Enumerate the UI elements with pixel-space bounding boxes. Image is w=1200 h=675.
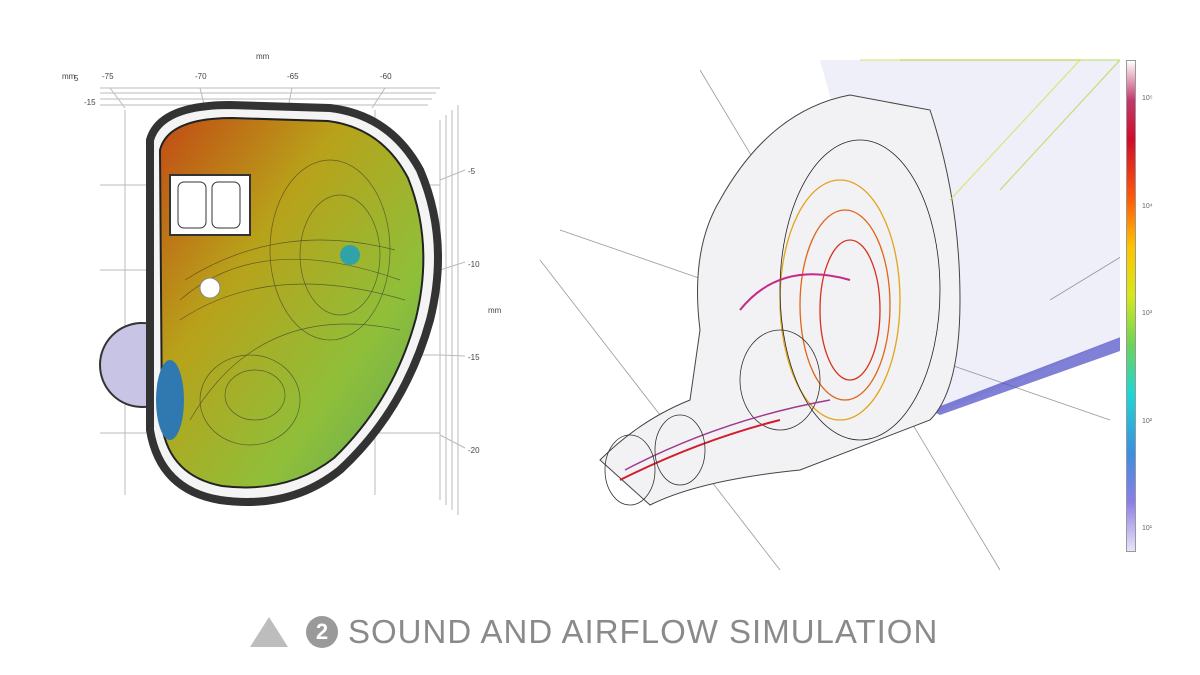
- left-tick: 5: [74, 74, 79, 83]
- top-tick: -75: [102, 72, 114, 81]
- right-axis-unit: mm: [488, 306, 502, 315]
- right-tick: -15: [468, 353, 480, 362]
- top-tick: -65: [287, 72, 299, 81]
- top-tick: -60: [380, 72, 392, 81]
- earpiece-3d-view-simulation: [539, 59, 1120, 571]
- colorbar: [1126, 60, 1136, 552]
- left-axis-unit: mm: [62, 72, 76, 81]
- colorbar-label: 10⁵: [1142, 95, 1153, 102]
- top-tick: -70: [195, 72, 207, 81]
- left-tick: -15: [84, 98, 96, 107]
- colorbar-label: 10⁴: [1142, 203, 1153, 210]
- colorbar-label: 10¹: [1142, 525, 1153, 532]
- top-axis-unit: mm: [256, 52, 270, 61]
- right-tick: -5: [468, 167, 476, 176]
- caption-text: SOUND AND AIRFLOW SIMULATION: [348, 613, 939, 650]
- colorbar-label: 10²: [1142, 418, 1153, 425]
- earpiece-top-view-simulation: [99, 87, 466, 515]
- figure-caption: 2 SOUND AND AIRFLOW SIMULATION: [250, 612, 938, 652]
- caption-number-badge: 2: [306, 616, 338, 648]
- right-tick: -20: [468, 446, 480, 455]
- colorbar-label: 10³: [1142, 310, 1153, 317]
- right-tick: -10: [468, 260, 480, 269]
- triangle-icon: [250, 617, 288, 647]
